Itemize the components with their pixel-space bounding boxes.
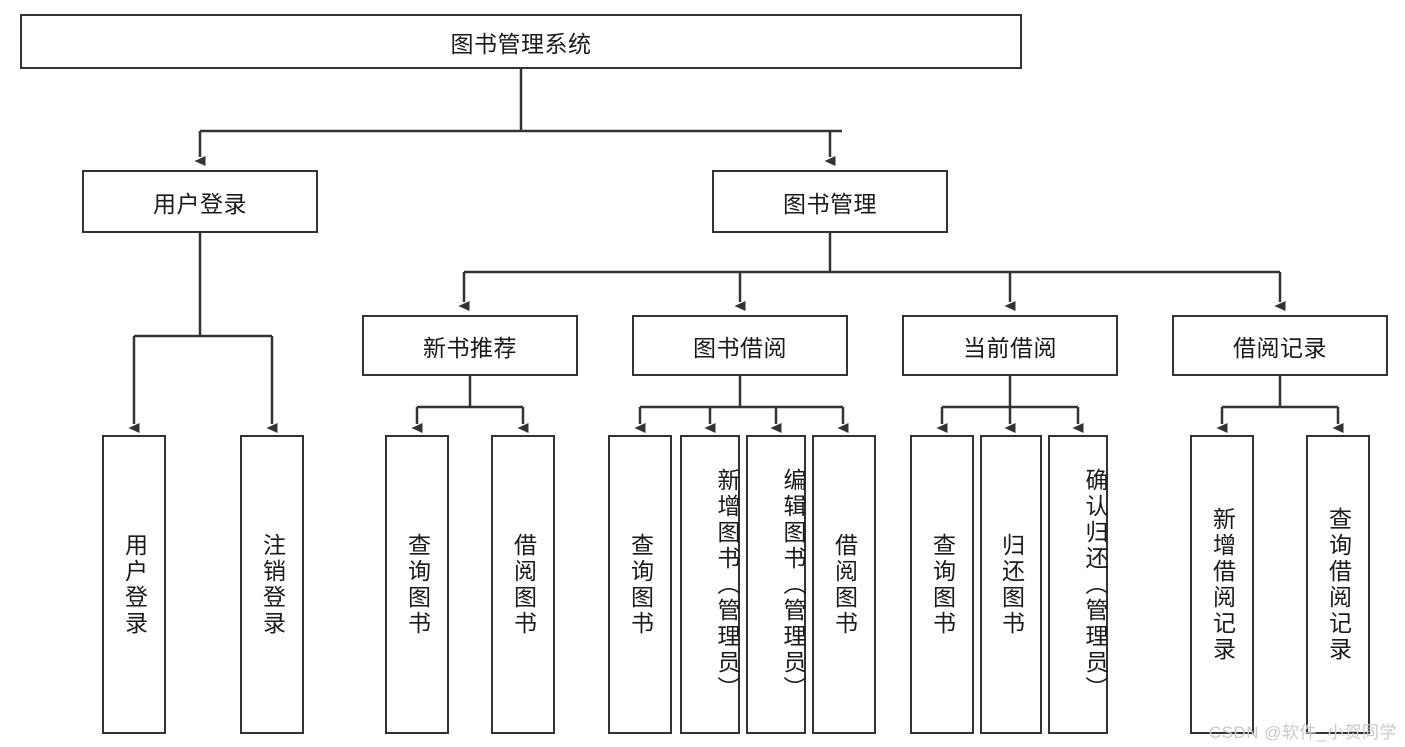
leaf-return-book[interactable]: 归还图书 [980, 435, 1042, 734]
leaf-borrow-book-1-label: 借阅图书 [510, 532, 537, 637]
leaf-edit-book[interactable]: 编辑图书（管理员） [746, 435, 806, 734]
leaf-user-login[interactable]: 用户登录 [102, 435, 166, 734]
leaf-add-book[interactable]: 新增图书（管理员） [680, 435, 740, 734]
leaf-query-book-2-label: 查询图书 [627, 532, 654, 637]
leaf-confirm-return-label: 确认归还（管理员） [1082, 467, 1108, 702]
leaf-confirm-return[interactable]: 确认归还（管理员） [1048, 435, 1108, 734]
leaf-query-book-3-label: 查询图书 [929, 532, 956, 637]
node-user-login-label: 用户登录 [153, 190, 247, 217]
leaf-query-book-3[interactable]: 查询图书 [910, 435, 974, 734]
leaf-query-book-1-label: 查询图书 [404, 532, 431, 637]
leaf-user-logout-label: 注销登录 [259, 532, 286, 637]
leaf-borrow-book-2-label: 借阅图书 [831, 532, 858, 637]
leaf-return-book-label: 归还图书 [998, 532, 1025, 637]
node-new-book-recommend-label: 新书推荐 [423, 334, 517, 361]
node-book-borrow-label: 图书借阅 [693, 334, 787, 361]
node-current-borrow[interactable]: 当前借阅 [902, 315, 1118, 376]
node-root[interactable]: 图书管理系统 [20, 14, 1022, 69]
leaf-query-record-label: 查询借阅记录 [1325, 506, 1352, 663]
node-root-label: 图书管理系统 [450, 30, 592, 57]
watermark: CSDN @软件_小贺同学 [1208, 723, 1397, 742]
node-book-management-label: 图书管理 [783, 190, 877, 217]
leaf-add-record-label: 新增借阅记录 [1209, 506, 1236, 663]
node-book-borrow[interactable]: 图书借阅 [632, 315, 848, 376]
node-current-borrow-label: 当前借阅 [963, 334, 1057, 361]
leaf-user-logout[interactable]: 注销登录 [240, 435, 304, 734]
leaf-add-book-label: 新增图书（管理员） [714, 467, 740, 702]
leaf-user-login-label: 用户登录 [121, 532, 148, 637]
leaf-query-book-2[interactable]: 查询图书 [608, 435, 672, 734]
node-book-management[interactable]: 图书管理 [712, 170, 948, 233]
leaf-borrow-book-2[interactable]: 借阅图书 [812, 435, 876, 734]
node-new-book-recommend[interactable]: 新书推荐 [362, 315, 578, 376]
leaf-add-record[interactable]: 新增借阅记录 [1190, 435, 1254, 734]
node-borrow-record-label: 借阅记录 [1233, 334, 1327, 361]
node-borrow-record[interactable]: 借阅记录 [1172, 315, 1388, 376]
leaf-borrow-book-1[interactable]: 借阅图书 [491, 435, 555, 734]
leaf-edit-book-label: 编辑图书（管理员） [780, 467, 806, 702]
leaf-query-record[interactable]: 查询借阅记录 [1306, 435, 1370, 734]
node-user-login[interactable]: 用户登录 [82, 170, 318, 233]
leaf-query-book-1[interactable]: 查询图书 [385, 435, 449, 734]
